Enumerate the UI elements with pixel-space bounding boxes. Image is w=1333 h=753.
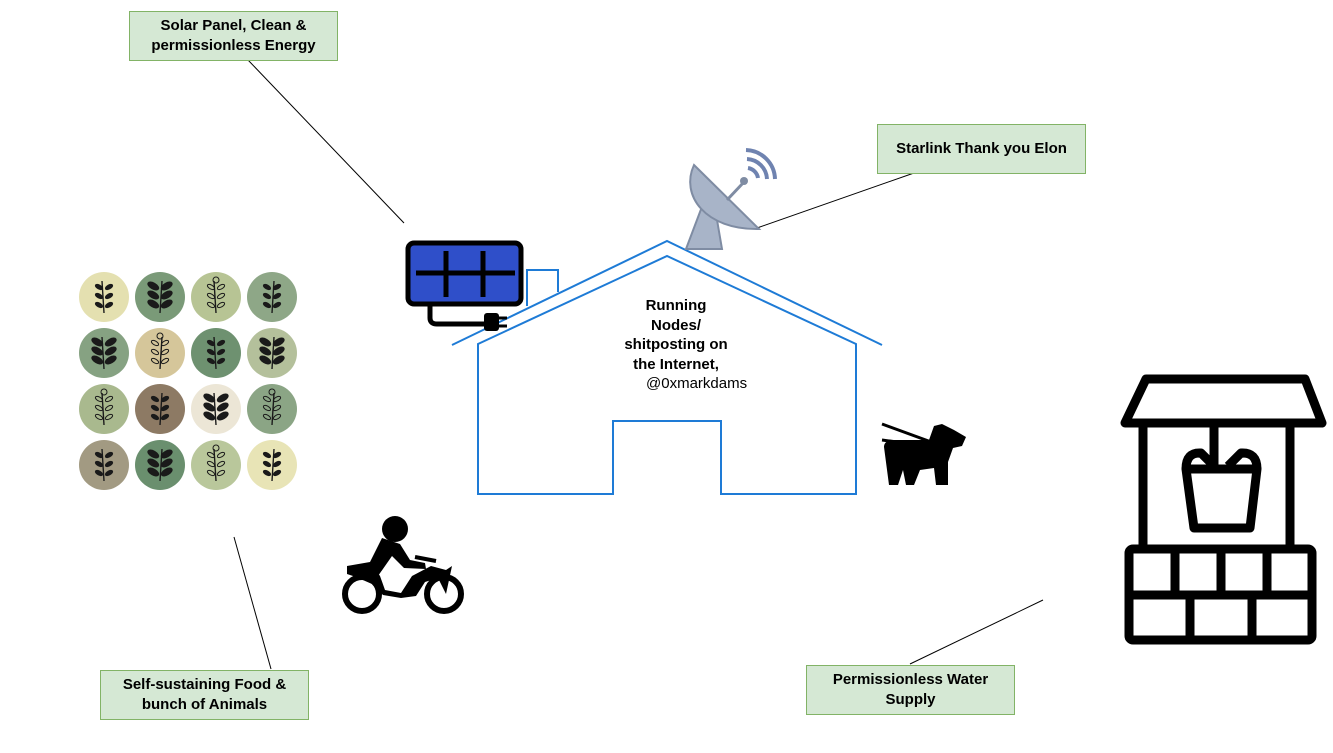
house-chimney bbox=[526, 269, 559, 306]
house-label: Running Nodes/ shitposting on the Intern… bbox=[608, 296, 748, 394]
water-well-icon bbox=[1120, 374, 1327, 645]
plant-tile-icon bbox=[191, 440, 241, 490]
plant-tile-icon bbox=[79, 384, 129, 434]
house-roof-outer bbox=[451, 239, 883, 346]
plant-tile-icon bbox=[135, 440, 185, 490]
motorcycle-icon bbox=[342, 516, 464, 614]
callout-solar: Solar Panel, Clean & permissionless Ener… bbox=[129, 11, 338, 61]
house-label-line3: shitposting on bbox=[624, 336, 728, 353]
solar-panel-icon bbox=[405, 240, 524, 331]
plant-tile-icon bbox=[79, 440, 129, 490]
connector-food bbox=[233, 536, 272, 670]
plant-tile-icon bbox=[247, 328, 297, 378]
dog-icon bbox=[881, 422, 966, 485]
plant-tile-icon bbox=[135, 328, 185, 378]
callout-water: Permissionless Water Supply bbox=[806, 665, 1015, 715]
callout-starlink: Starlink Thank you Elon bbox=[877, 124, 1086, 174]
plant-tile-icon bbox=[191, 272, 241, 322]
connector-water bbox=[909, 599, 1044, 665]
plant-tile-icon bbox=[135, 384, 185, 434]
house-label-handle: @0xmarkdams bbox=[646, 375, 748, 392]
house-body bbox=[477, 254, 857, 495]
satellite-dish-icon bbox=[684, 148, 777, 250]
house-label-line1: Running bbox=[645, 297, 707, 314]
plant-tiles-grid bbox=[79, 272, 297, 490]
house-label-line2: Nodes/ bbox=[650, 316, 701, 334]
connector-solar bbox=[247, 59, 405, 224]
plant-tile-icon bbox=[247, 384, 297, 434]
house-label-line4: the Internet, bbox=[633, 355, 719, 373]
plant-tile-icon bbox=[79, 272, 129, 322]
plant-tile-icon bbox=[191, 328, 241, 378]
house-outline bbox=[451, 239, 883, 495]
plant-tile-icon bbox=[191, 384, 241, 434]
plant-tile-icon bbox=[79, 328, 129, 378]
plant-tile-icon bbox=[247, 440, 297, 490]
connector-starlink bbox=[756, 172, 915, 229]
callout-food: Self-sustaining Food & bunch of Animals bbox=[100, 670, 309, 720]
plant-tile-icon bbox=[247, 272, 297, 322]
plant-tile-icon bbox=[135, 272, 185, 322]
